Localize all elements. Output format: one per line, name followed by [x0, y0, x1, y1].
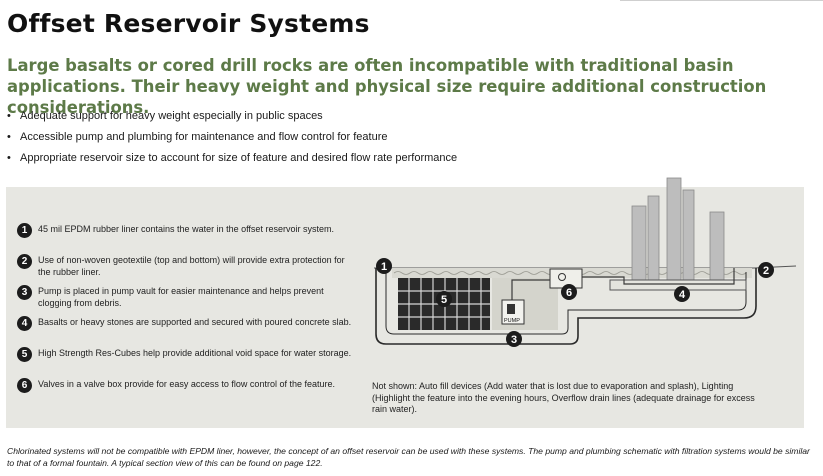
liner-inner — [385, 268, 747, 335]
pump-icon — [507, 304, 515, 314]
callout-1: 1 — [376, 258, 392, 274]
callout-6: 6 — [561, 284, 577, 300]
bullet-item: • Appropriate reservoir size to account f… — [7, 151, 457, 172]
callout-3: 3 — [506, 331, 522, 347]
liner-outer — [375, 268, 757, 345]
number-badge: 6 — [17, 378, 32, 393]
legend-item: 5 High Strength Res-Cubes help provide ad… — [17, 347, 357, 378]
legend-item: 4 Basalts or heavy stones are supported a… — [17, 316, 357, 347]
legend-item: 6 Valves in a valve box provide for easy … — [17, 378, 357, 409]
top-rule — [620, 0, 823, 1]
bullet-dot: • — [7, 131, 11, 143]
number-badge: 3 — [17, 285, 32, 300]
reservoir-section-diagram: PUMP 1 2 3 4 5 6 — [374, 177, 797, 347]
bullet-text: Adequate support for heavy weight especi… — [20, 110, 323, 122]
svg-text:2: 2 — [763, 265, 769, 277]
legend-list: 1 45 mil EPDM rubber liner contains the w… — [17, 223, 357, 409]
number-badge: 2 — [17, 254, 32, 269]
bullet-item: • Adequate support for heavy weight espec… — [7, 109, 457, 130]
svg-text:4: 4 — [679, 289, 686, 301]
not-shown-note: Not shown: Auto fill devices (Add water … — [372, 381, 755, 414]
basalt-column — [631, 205, 647, 285]
legend-text: Use of non-woven geotextile (top and bot… — [38, 255, 345, 277]
svg-text:1: 1 — [381, 261, 387, 273]
legend-item: 1 45 mil EPDM rubber liner contains the w… — [17, 223, 357, 254]
callout-5: 5 — [436, 291, 452, 307]
page-subtitle: Large basalts or cored drill rocks are o… — [7, 56, 767, 117]
illustration-panel: 1 45 mil EPDM rubber liner contains the w… — [6, 177, 804, 428]
legend-text: High Strength Res-Cubes help provide add… — [38, 348, 352, 358]
basalt-column — [647, 195, 660, 285]
bullet-dot: • — [7, 152, 11, 164]
legend-item: 3 Pump is placed in pump vault for easier… — [17, 285, 357, 316]
number-badge: 1 — [17, 223, 32, 238]
basalt-column — [709, 211, 725, 285]
bullet-list: • Adequate support for heavy weight espec… — [7, 109, 457, 172]
bullet-text: Accessible pump and plumbing for mainten… — [20, 131, 388, 143]
legend-text: 45 mil EPDM rubber liner contains the wa… — [38, 224, 334, 234]
basalt-column — [682, 189, 695, 285]
footnote: Chlorinated systems will not be compatib… — [7, 446, 810, 468]
ground-surface — [374, 265, 797, 269]
number-badge: 5 — [17, 347, 32, 362]
bullet-text: Appropriate reservoir size to account fo… — [20, 152, 458, 164]
svg-text:5: 5 — [441, 294, 447, 306]
pump-label: PUMP — [504, 318, 520, 324]
plumbing-line — [511, 279, 550, 304]
callout-4: 4 — [674, 286, 690, 302]
number-badge: 4 — [17, 316, 32, 331]
legend-text: Valves in a valve box provide for easy a… — [38, 379, 335, 389]
svg-text:6: 6 — [566, 287, 572, 299]
valve-icon — [558, 273, 566, 281]
bullet-dot: • — [7, 110, 11, 122]
legend-item: 2 Use of non-woven geotextile (top and bo… — [17, 254, 357, 285]
callout-2: 2 — [758, 262, 774, 278]
svg-text:3: 3 — [511, 334, 517, 346]
bullet-item: • Accessible pump and plumbing for mainte… — [7, 130, 457, 151]
legend-text: Basalts or heavy stones are supported an… — [38, 317, 352, 327]
legend-text: Pump is placed in pump vault for easier … — [38, 286, 324, 308]
plumbing-line — [582, 268, 735, 285]
page-title: Offset Reservoir Systems — [7, 9, 370, 38]
basalt-column — [666, 177, 682, 285]
